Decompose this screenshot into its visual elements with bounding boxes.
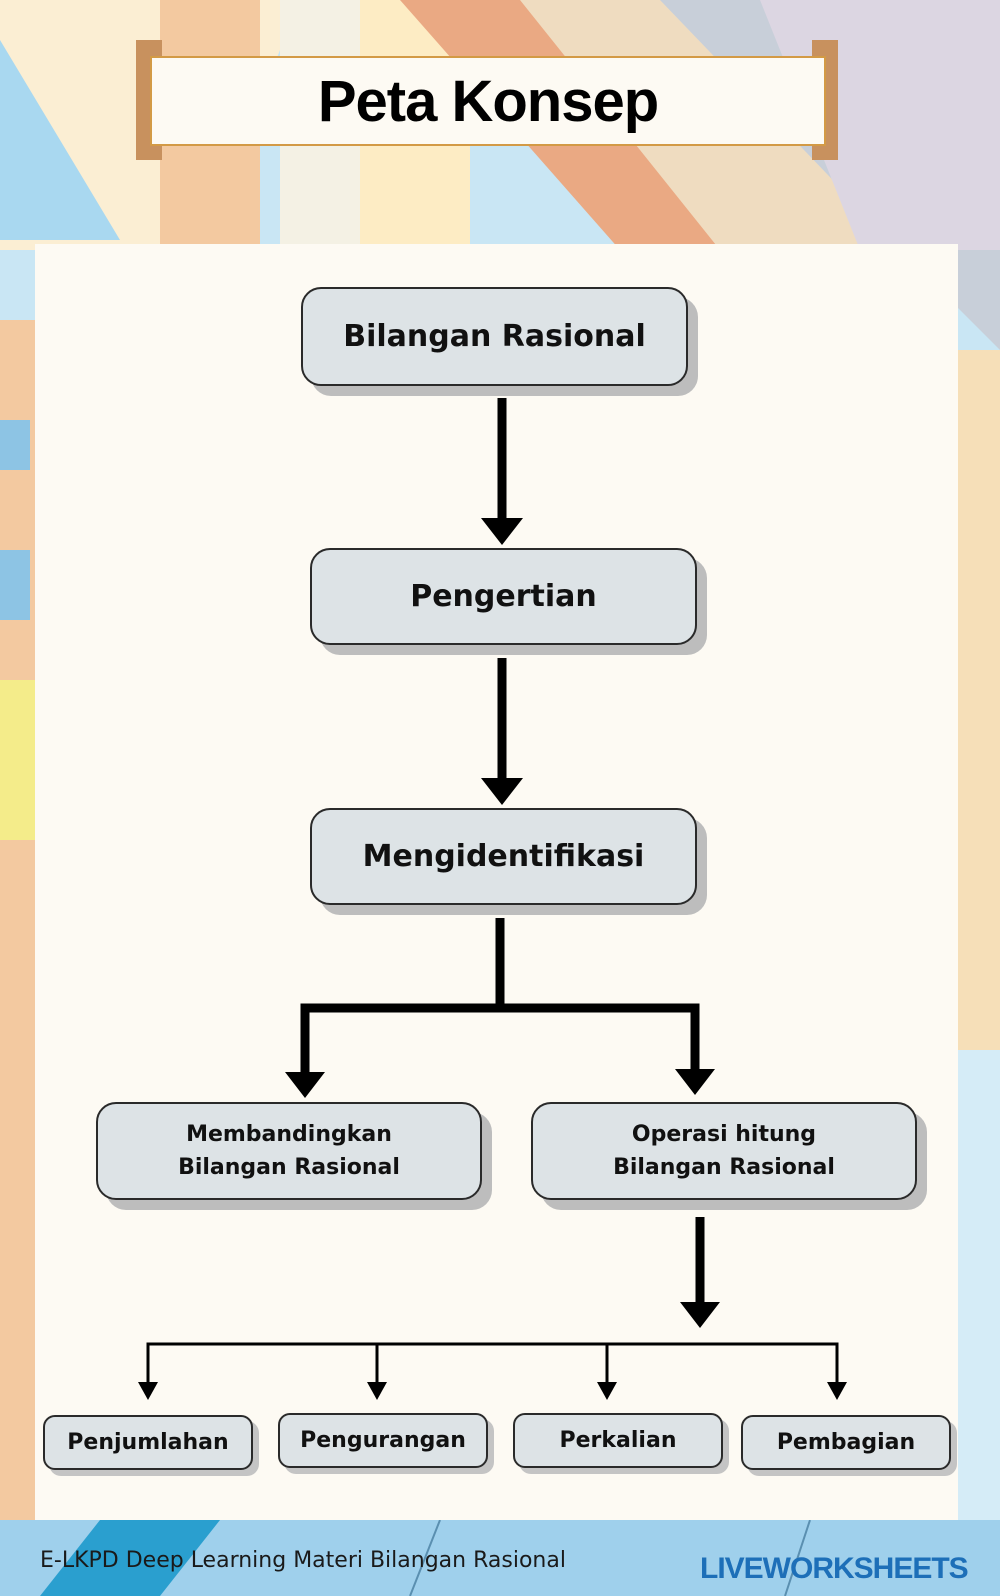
node-pengurangan: Pengurangan	[278, 1413, 488, 1468]
liveworksheets-logo: LIVEWORKSHEETS	[700, 1552, 969, 1585]
node-bilangan-rasional: Bilangan Rasional	[301, 287, 688, 386]
node-label: Pembagian	[776, 1430, 916, 1455]
node-mengidentifikasi: Mengidentifikasi	[310, 808, 697, 905]
node-pengertian: Pengertian	[310, 548, 697, 645]
node-label-line1: Membandingkan	[186, 1122, 392, 1147]
node-label-line1: Operasi hitung	[631, 1122, 817, 1147]
node-perkalian: Perkalian	[513, 1413, 723, 1468]
node-label: Pengertian	[410, 579, 597, 614]
branch-operations	[146, 1342, 839, 1385]
node-label: Penjumlahan	[67, 1430, 229, 1455]
node-pembagian: Pembagian	[741, 1415, 951, 1470]
node-label: Mengidentifikasi	[362, 839, 645, 874]
footer-caption: E-LKPD Deep Learning Materi Bilangan Ras…	[40, 1548, 566, 1573]
node-label-line2: Bilangan Rasional	[178, 1155, 400, 1180]
node-label: Perkalian	[559, 1428, 677, 1453]
node-penjumlahan: Penjumlahan	[43, 1415, 253, 1470]
page-title: Peta Konsep	[150, 56, 826, 146]
node-label: Bilangan Rasional	[343, 319, 646, 354]
node-label-line2: Bilangan Rasional	[613, 1155, 835, 1180]
node-label: Pengurangan	[300, 1428, 466, 1453]
